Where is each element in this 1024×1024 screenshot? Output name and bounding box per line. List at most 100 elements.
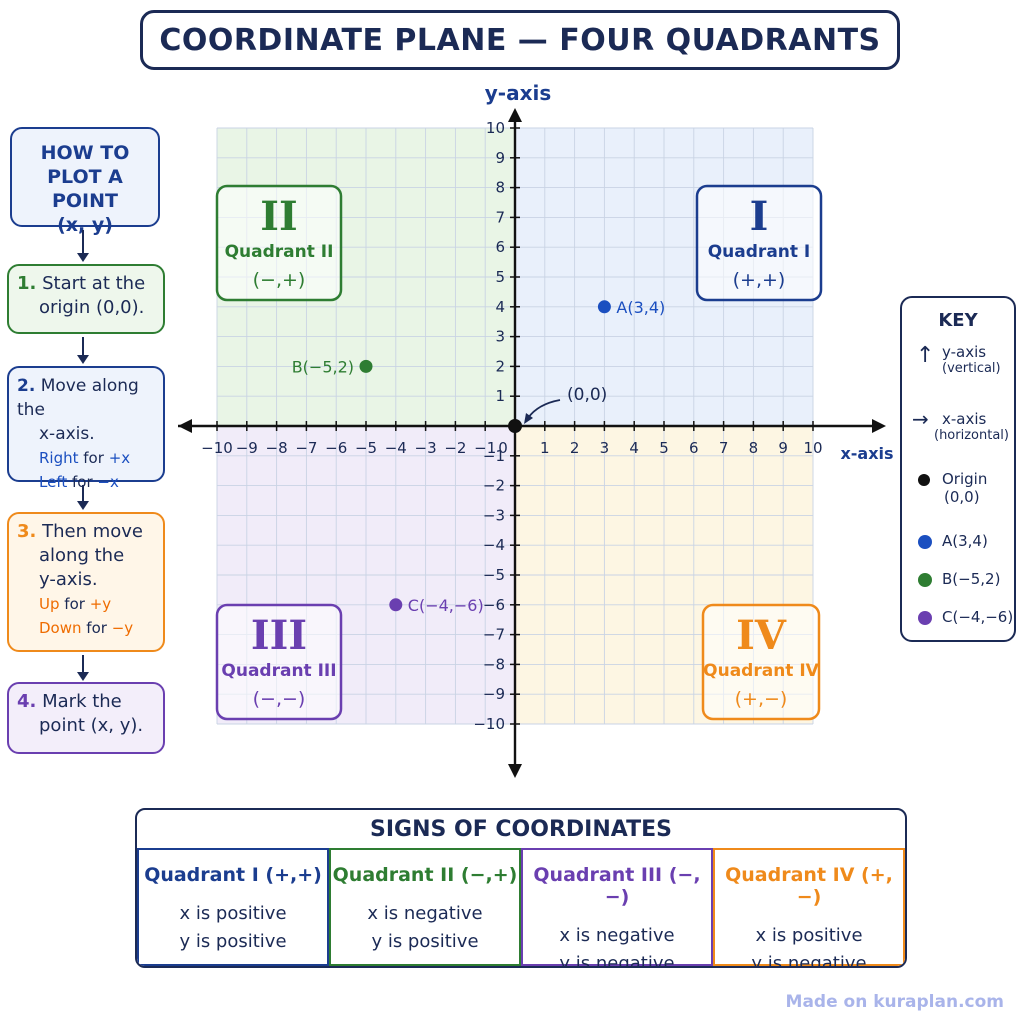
x-tick-label: 1 (540, 439, 550, 457)
watermark: Made on kuraplan.com (785, 992, 1004, 1012)
x-tick-label: −2 (444, 439, 466, 457)
quadrant-name: Quadrant I (708, 242, 811, 262)
y-tick-label: −5 (483, 566, 505, 584)
y-tick-label: −3 (483, 506, 505, 524)
flow-arrow (77, 485, 89, 510)
how-to-line3: (x, y) (57, 214, 113, 236)
signs-col-line1: x is positive (179, 903, 287, 924)
step-1: 1. Start at the origin (0,0). (7, 264, 165, 334)
x-tick-label: 0 (498, 439, 508, 457)
signs-col-line1: x is negative (559, 925, 675, 946)
quadrant-name: Quadrant IV (703, 661, 820, 681)
point-a: A(3,4) (597, 298, 665, 317)
page-title: COORDINATE PLANE — FOUR QUADRANTS (159, 22, 881, 58)
x-tick-label: 7 (719, 439, 729, 457)
x-tick-label: −1 (474, 439, 496, 457)
point-a-dot-icon (918, 535, 932, 549)
signs-col-head: Quadrant II (−,+) (332, 864, 518, 886)
y-tick-label: −1 (483, 447, 505, 465)
x-tick-label: −3 (415, 439, 437, 457)
y-tick-label: −2 (483, 477, 505, 495)
origin-dot-icon (918, 474, 930, 486)
step-3-sub1: Up for +y (39, 595, 112, 613)
title-box: COORDINATE PLANE — FOUR QUADRANTS (140, 10, 900, 70)
y-tick-label: −10 (473, 715, 505, 733)
origin-label: (0,0) (567, 385, 607, 405)
quadrant-signs: (+,−) (735, 688, 788, 710)
x-axis-arrow-right (872, 419, 886, 433)
flow-arrow (77, 230, 89, 262)
y-tick-label: 10 (486, 119, 505, 137)
y-axis-arrow-down (508, 764, 522, 778)
point-label: B(−5,2) (292, 357, 354, 376)
signs-col-q3: Quadrant III (−,−) x is negative y is ne… (521, 848, 713, 966)
y-tick-label: 1 (495, 387, 505, 405)
quadrant-numeral: II (260, 193, 297, 240)
origin-dot (508, 419, 522, 433)
step-3-sub2: Down for −y (39, 619, 134, 637)
key-title: KEY (938, 310, 978, 331)
arrow-up-icon: ↑ (916, 343, 935, 368)
x-tick-label: −6 (325, 439, 347, 457)
step-1-text1: Start at the (42, 273, 146, 294)
step-2-sub2: Left for −x (39, 473, 119, 491)
key-point-c: C(−4,−6) (912, 608, 1013, 626)
step-2-number: 2. (17, 376, 36, 396)
y-tick-label: 3 (495, 328, 505, 346)
step-1-number: 1. (17, 273, 37, 294)
step-3: 3. Then move along the y-axis. Up for +y… (7, 512, 165, 652)
y-tick-label: 2 (495, 357, 505, 375)
x-tick-label: −8 (266, 439, 288, 457)
signs-col-head: Quadrant IV (+,−) (725, 864, 893, 908)
step-4-text2: point (x, y). (39, 715, 144, 736)
quadrant-signs: (−,−) (253, 688, 306, 710)
flow-arrow (77, 655, 89, 681)
quadrant-box-frame (215, 603, 343, 721)
key-point-a: A(3,4) (912, 532, 1010, 550)
quadrant-numeral: I (750, 193, 769, 240)
key-x-axis: → x-axis (horizontal) (912, 407, 1009, 443)
quadrant-signs: (+,+) (733, 269, 786, 291)
x-tick-label: −7 (295, 439, 317, 457)
point-dot (597, 300, 611, 314)
step-3-text1: Then move (42, 521, 143, 542)
x-tick-label: −9 (236, 439, 258, 457)
signs-col-q1: Quadrant I (+,+) x is positive y is posi… (137, 848, 329, 966)
point-dot (389, 598, 403, 612)
x-tick-label: 4 (629, 439, 639, 457)
point-dot (359, 359, 373, 373)
quadrant-name: Quadrant III (221, 661, 336, 681)
point-c-dot-icon (918, 611, 932, 625)
step-2-sub1: Right for +x (39, 449, 131, 467)
x-tick-label: 10 (803, 439, 822, 457)
x-axis-label: x-axis (840, 444, 893, 463)
signs-col-line1: x is negative (367, 903, 483, 924)
step-3-number: 3. (17, 521, 37, 542)
y-tick-label: 9 (495, 149, 505, 167)
y-tick-label: 4 (495, 298, 505, 316)
y-tick-label: 8 (495, 179, 505, 197)
y-axis-label: y-axis (485, 81, 552, 105)
signs-col-q2: Quadrant II (−,+) x is negative y is pos… (329, 848, 521, 966)
point-c: C(−4,−6) (389, 596, 484, 615)
signs-title: SIGNS OF COORDINATES (370, 816, 672, 842)
x-tick-label: −5 (355, 439, 377, 457)
y-tick-label: −7 (483, 626, 505, 644)
step-3-text2: along the (39, 545, 125, 566)
step-1-text2: origin (0,0). (39, 297, 145, 318)
x-tick-label: 3 (600, 439, 610, 457)
how-to-line2: PLOT A POINT (47, 166, 123, 212)
x-axis-arrow-left (178, 419, 192, 433)
signs-col-q4: Quadrant IV (+,−) x is positive y is neg… (713, 848, 905, 966)
point-label: A(3,4) (616, 298, 665, 317)
step-4-number: 4. (17, 691, 37, 712)
y-tick-label: 6 (495, 238, 505, 256)
quadrant-box-frame (695, 184, 823, 302)
key-origin: Origin (0,0) (912, 470, 1010, 506)
quadrant-numeral: III (251, 612, 307, 659)
y-tick-label: −6 (483, 596, 505, 614)
